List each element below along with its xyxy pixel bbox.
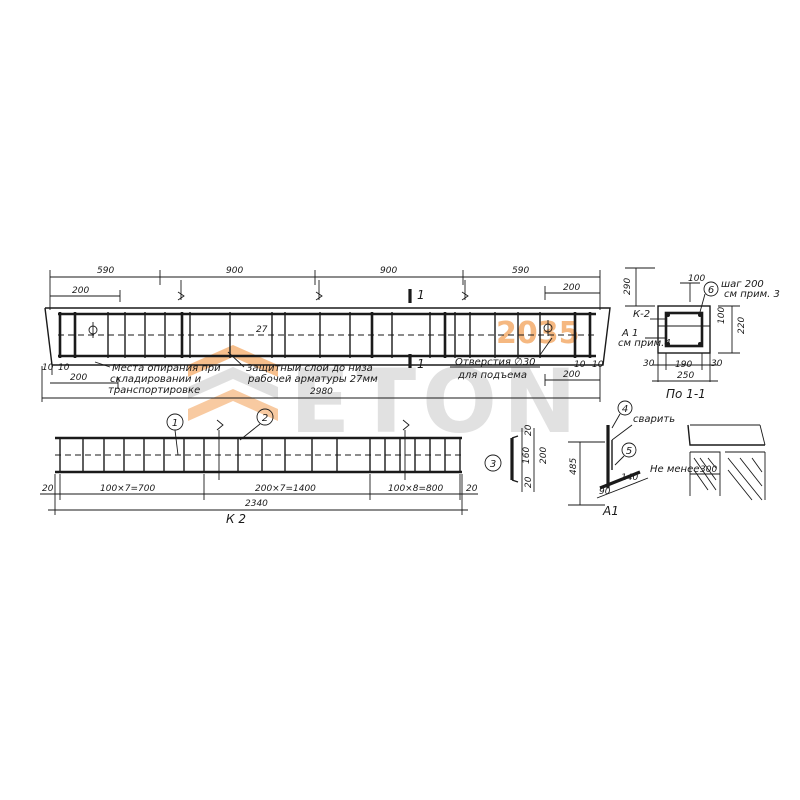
- note-support-line2: складировании и: [110, 374, 202, 385]
- top-view: 590 900 900 590 200 200: [41, 266, 611, 402]
- note-step-line2: см прим. 3: [724, 289, 780, 300]
- note-step-line1: шаг 200: [721, 279, 764, 290]
- lifting-hole-icon: [88, 320, 553, 338]
- dim-485: 485: [569, 458, 579, 475]
- detail-3-rod: 20 160 200 20: [510, 424, 549, 492]
- dim-30-right: 30: [711, 359, 723, 369]
- dim-20-top: 20: [524, 424, 534, 436]
- dim-seg1: 100×7=700: [100, 484, 155, 494]
- note-cover-line2: рабочей арматуры 27мм: [247, 373, 378, 385]
- label-a1-line1: А 1: [621, 328, 638, 339]
- dim-100-top: 100: [688, 274, 705, 284]
- note-support-line1: Места опирания при: [112, 363, 221, 374]
- dim-total-2980: 2980: [310, 387, 333, 397]
- note-cover-line1: Защитный слой до низа: [246, 363, 373, 374]
- dim-200-bottom-right: 200: [563, 370, 580, 380]
- note-min: Не менее: [650, 464, 699, 475]
- dim-seg3: 100×8=800: [388, 484, 443, 494]
- dim-total-2340: 2340: [245, 499, 268, 509]
- watermark-badge: 2035: [496, 316, 580, 351]
- frame-k2-title: К 2: [226, 512, 246, 526]
- dim-300: 300: [700, 465, 717, 475]
- dim-200-bottom-left: 200: [70, 373, 87, 383]
- beam-outline: [44, 307, 611, 366]
- callout-2-icon: [256, 408, 274, 426]
- callout-3: 3: [490, 459, 496, 470]
- dim-220: 220: [737, 317, 747, 334]
- label-k2: К-2: [633, 309, 650, 320]
- dim-140: 140: [621, 473, 638, 483]
- section-outline: [657, 305, 711, 354]
- callout-5-icon: [621, 442, 637, 458]
- callout-1: 1: [172, 418, 178, 429]
- section-mark-bottom: 1: [417, 357, 425, 371]
- dim-290: 290: [623, 278, 633, 295]
- callout-5: 5: [626, 446, 632, 457]
- detail-a1-title: А1: [602, 504, 619, 518]
- dim-30-left: 30: [643, 359, 655, 369]
- dim-10-d: 10: [592, 360, 604, 370]
- section-mark-top: 1: [417, 288, 425, 302]
- dim-top-3: 900: [380, 266, 397, 276]
- dim-10-b: 10: [58, 363, 70, 373]
- note-holes-line2: для подъема: [457, 370, 527, 381]
- callout-6-icon: [703, 281, 719, 297]
- dim-10-a: 10: [42, 363, 54, 373]
- dim-200-left: 200: [72, 286, 89, 296]
- dim-20-bottom: 20: [524, 476, 534, 488]
- dim-250: 250: [677, 371, 694, 381]
- label-a1-line2: см прим.4: [618, 338, 671, 349]
- callout-2: 2: [262, 413, 268, 424]
- frame-k2: 1 2 3 20 100×7=700 200×7=1400 100×8=800 …: [40, 408, 502, 526]
- dim-top-2: 900: [226, 266, 243, 276]
- note-weld: сварить: [633, 414, 675, 425]
- dim-20-left: 20: [42, 484, 54, 494]
- detail-a1: 4 сварить 5 485 90 140 А1: [568, 400, 675, 518]
- note-holes-line1: Отверстия ∅30: [455, 357, 536, 368]
- callout-4-icon: [617, 400, 633, 416]
- dim-10-c: 10: [574, 360, 586, 370]
- dim-top-4: 590: [512, 266, 529, 276]
- callout-3-icon: [484, 454, 502, 472]
- callout-6: 6: [708, 285, 714, 296]
- dim-90: 90: [599, 487, 611, 497]
- dim-27: 27: [256, 325, 268, 335]
- stirrups-top-view: [58, 312, 592, 358]
- dim-20-right: 20: [466, 484, 478, 494]
- dim-200: 200: [539, 447, 549, 464]
- dim-100-right: 100: [717, 307, 727, 324]
- dim-seg2: 200×7=1400: [255, 484, 316, 494]
- frame-k2-rods: [59, 438, 461, 472]
- section-title: По 1-1: [666, 387, 706, 401]
- callout-4: 4: [622, 404, 628, 415]
- section-mark-1-1: 1 1: [408, 288, 425, 371]
- watermark-logo-icon: [188, 345, 278, 421]
- dim-200-right: 200: [563, 283, 580, 293]
- dim-top-1: 590: [97, 266, 114, 276]
- section-1-1: 290 100 6 шаг 200 см прим. 3 100 220 К-2…: [618, 267, 780, 401]
- note-support-line3: транспортировке: [108, 385, 200, 396]
- dim-190: 190: [675, 360, 692, 370]
- dim-160: 160: [522, 447, 532, 464]
- detail-support: Не менее 300: [650, 424, 766, 501]
